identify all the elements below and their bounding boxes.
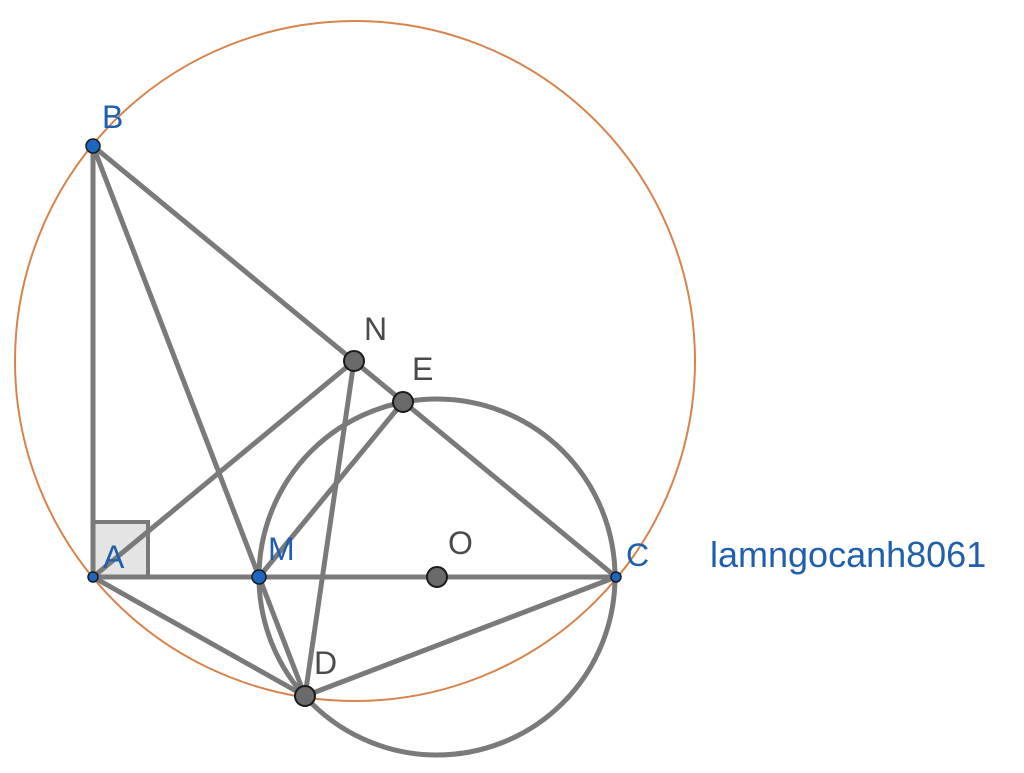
circumcircle-abc	[14, 20, 696, 702]
watermark-text: lamngocanh8061	[710, 534, 986, 575]
label-o: O	[448, 525, 473, 561]
label-c: C	[626, 537, 649, 573]
label-a: A	[103, 539, 125, 575]
segment-dc	[302, 574, 619, 699]
label-d: D	[314, 645, 337, 681]
segment-an	[90, 358, 357, 580]
point-m[interactable]	[251, 569, 267, 585]
point-c[interactable]	[610, 571, 622, 583]
point-a[interactable]	[87, 571, 99, 583]
segment-ad	[90, 574, 308, 699]
label-m: M	[268, 531, 295, 567]
label-e: E	[412, 351, 433, 387]
point-n[interactable]	[343, 350, 365, 372]
label-b: B	[102, 99, 123, 135]
point-o[interactable]	[426, 566, 448, 588]
label-n: N	[364, 311, 387, 347]
point-b[interactable]	[85, 138, 101, 154]
segment-bd	[90, 143, 308, 699]
point-d[interactable]	[294, 685, 316, 707]
point-e[interactable]	[392, 391, 414, 413]
segment-me	[256, 399, 406, 580]
segment-nd	[302, 358, 357, 699]
